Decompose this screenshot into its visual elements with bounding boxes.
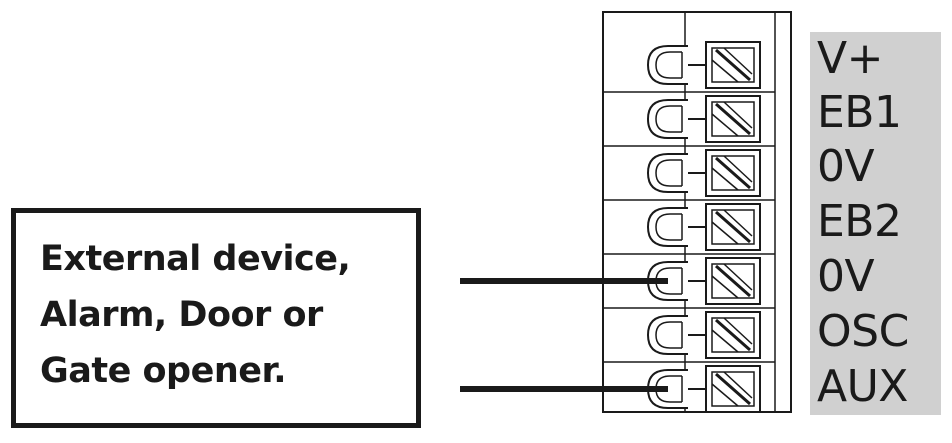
- terminal-2: [603, 91, 775, 143]
- terminal-label-0v-1: 0V: [817, 141, 875, 192]
- terminal-label-osc: OSC: [817, 306, 909, 357]
- clamp-spring-edge: [723, 263, 753, 291]
- clamp-spring-edge: [723, 101, 753, 129]
- clamp-inner: [711, 317, 755, 353]
- screw-head-inner: [655, 321, 682, 349]
- screw-head-inner: [655, 213, 682, 241]
- external-device-box: [11, 208, 421, 428]
- clamp-frame: [705, 311, 761, 359]
- screw-head: [646, 153, 688, 193]
- terminal-label-strip: [810, 32, 941, 415]
- clamp-inner: [711, 155, 755, 191]
- terminal-label-aux: AUX: [817, 361, 908, 412]
- clamp-spring: [715, 318, 751, 352]
- clamp-spring: [715, 264, 751, 298]
- clamp-spring-edge: [711, 275, 739, 299]
- clamp-inner: [711, 263, 755, 299]
- clamp-spring: [715, 102, 751, 136]
- terminal-block-housing: [602, 11, 792, 413]
- clamp-spring-edge: [723, 371, 753, 399]
- clamp-spring-edge: [711, 59, 739, 83]
- clamp-spring: [715, 48, 751, 82]
- clamp-spring: [715, 372, 751, 406]
- screw-head-inner: [655, 159, 682, 187]
- clamp-spring-edge: [723, 209, 753, 237]
- clamp-spring-edge: [711, 329, 739, 353]
- terminal-4: [603, 199, 775, 251]
- screw-head-inner: [655, 105, 682, 133]
- clamp-spring-edge: [711, 383, 739, 407]
- terminal-5: [460, 253, 775, 305]
- terminal-1: [646, 41, 761, 89]
- clamp-spring: [715, 156, 751, 190]
- clamp-spring-edge: [711, 221, 739, 245]
- screw-head: [646, 99, 688, 139]
- clamp-spring: [715, 210, 751, 244]
- screw-head: [646, 315, 688, 355]
- clamp-spring-edge: [711, 113, 739, 137]
- terminal-label-eb1: EB1: [817, 87, 902, 138]
- terminal-label-eb2: EB2: [817, 196, 902, 247]
- screw-head-inner: [655, 51, 682, 79]
- clamp-spring-edge: [723, 47, 753, 75]
- clamp-spring-edge: [711, 167, 739, 191]
- external-device-label: External device, Alarm, Door or Gate ope…: [40, 239, 351, 391]
- clamp-inner: [711, 101, 755, 137]
- screw-head: [646, 207, 688, 247]
- screw-head: [646, 45, 688, 85]
- clamp-inner: [711, 209, 755, 245]
- clamp-inner: [711, 371, 755, 407]
- terminal-label-v-plus: V+: [817, 33, 883, 84]
- clamp-inner: [711, 47, 755, 83]
- terminal-6: [603, 307, 775, 359]
- clamp-spring-edge: [723, 155, 753, 183]
- clamp-spring-edge: [723, 317, 753, 345]
- terminal-7: [460, 361, 775, 413]
- terminal-3: [603, 145, 775, 197]
- terminal-label-0v-2: 0V: [817, 251, 875, 302]
